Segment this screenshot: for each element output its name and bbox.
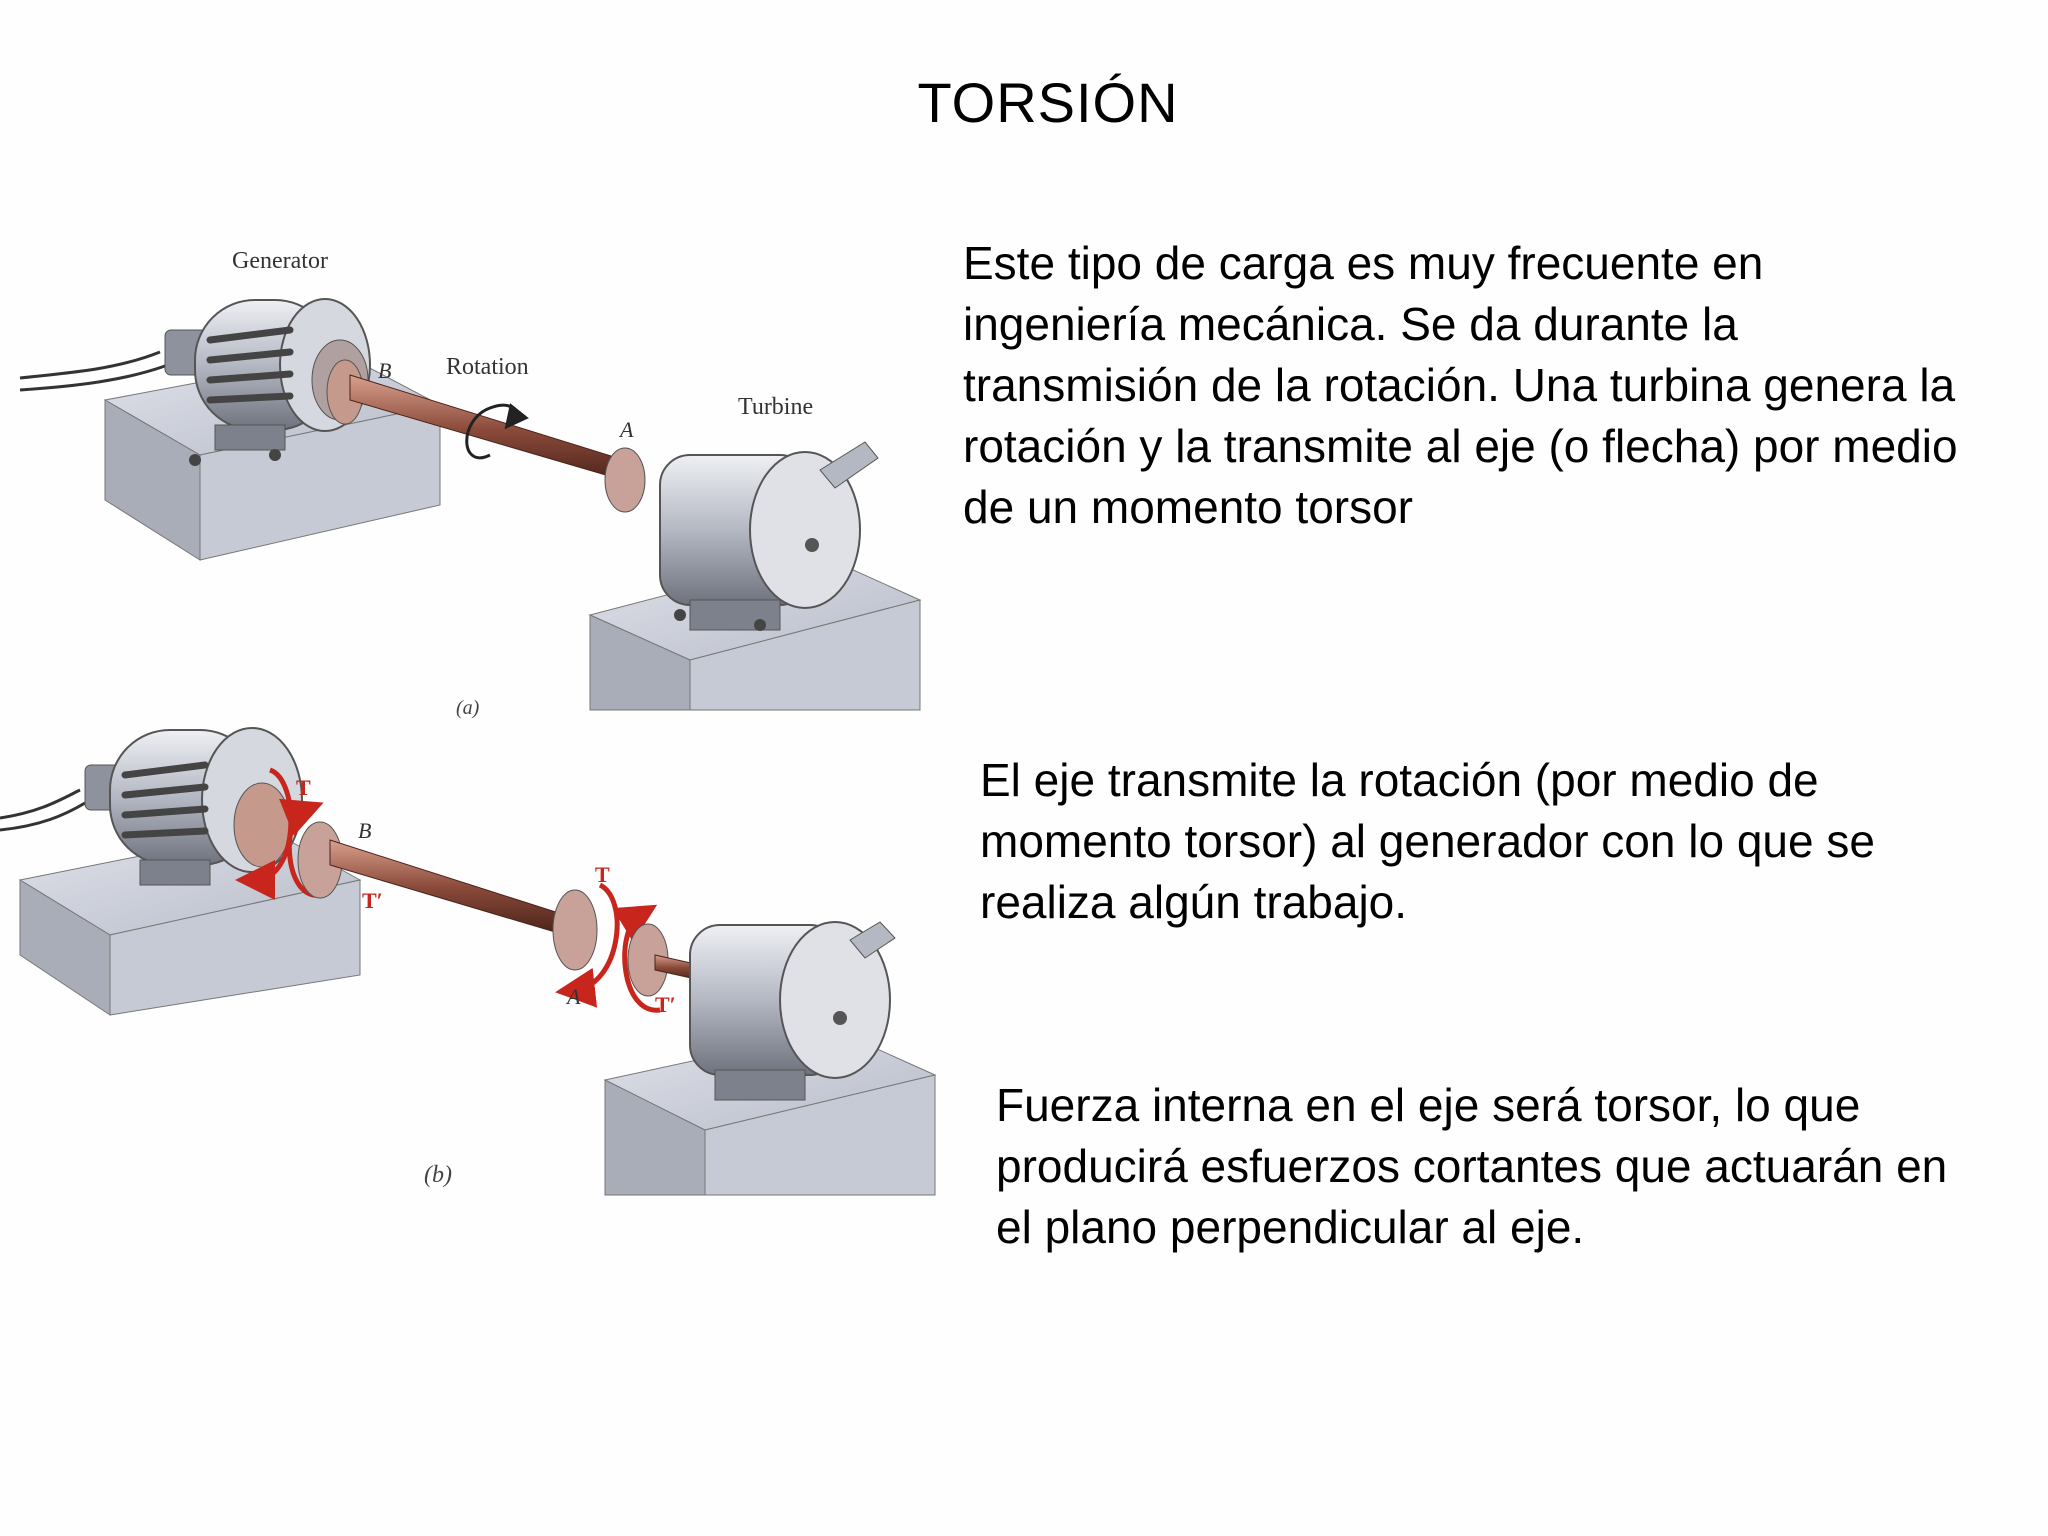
paragraph-torsion-intro: Este tipo de carga es muy frecuente en i… [963,237,1958,533]
point-b-label-b: B [358,818,371,843]
generator-label: Generator [232,248,328,274]
point-a-label-b: A [565,984,581,1009]
turbine-generator-diagram: Generator Rotation Turbine B A (a) [0,248,937,1196]
torque-label-tprime-left: T′ [362,888,383,913]
cable-a [19,350,161,380]
point-b-label-a: B [378,358,391,383]
generator-b [84,727,303,886]
caption-b: (b) [424,1162,452,1188]
torque-arrow-tprime-right [612,904,661,1013]
generator-a [164,298,371,466]
coupling-a-a [604,447,646,513]
coupling-a-b [552,889,598,971]
turbine-label: Turbine [738,394,813,420]
turbine-a [659,441,879,631]
paragraph-shaft-transmission: El eje transmite la rotación (por medio … [980,754,1875,928]
rotation-arrow [465,403,529,460]
cable-b [0,788,81,820]
point-a-label-a: A [618,417,634,442]
figure-a: Generator Rotation Turbine B A (a) [19,248,922,719]
rotation-label: Rotation [446,354,529,380]
turbine-b [689,921,896,1101]
torque-label-tprime-right: T′ [655,992,676,1017]
torque-label-t-right: T [595,862,610,887]
slide-title: TORSIÓN [917,71,1179,134]
torque-label-t-left: T [296,775,311,800]
caption-a: (a) [456,697,480,719]
figure-b: T B T′ T T′ A (b) [0,727,937,1196]
paragraph-internal-force: Fuerza interna en el eje será torsor, lo… [996,1079,1948,1253]
